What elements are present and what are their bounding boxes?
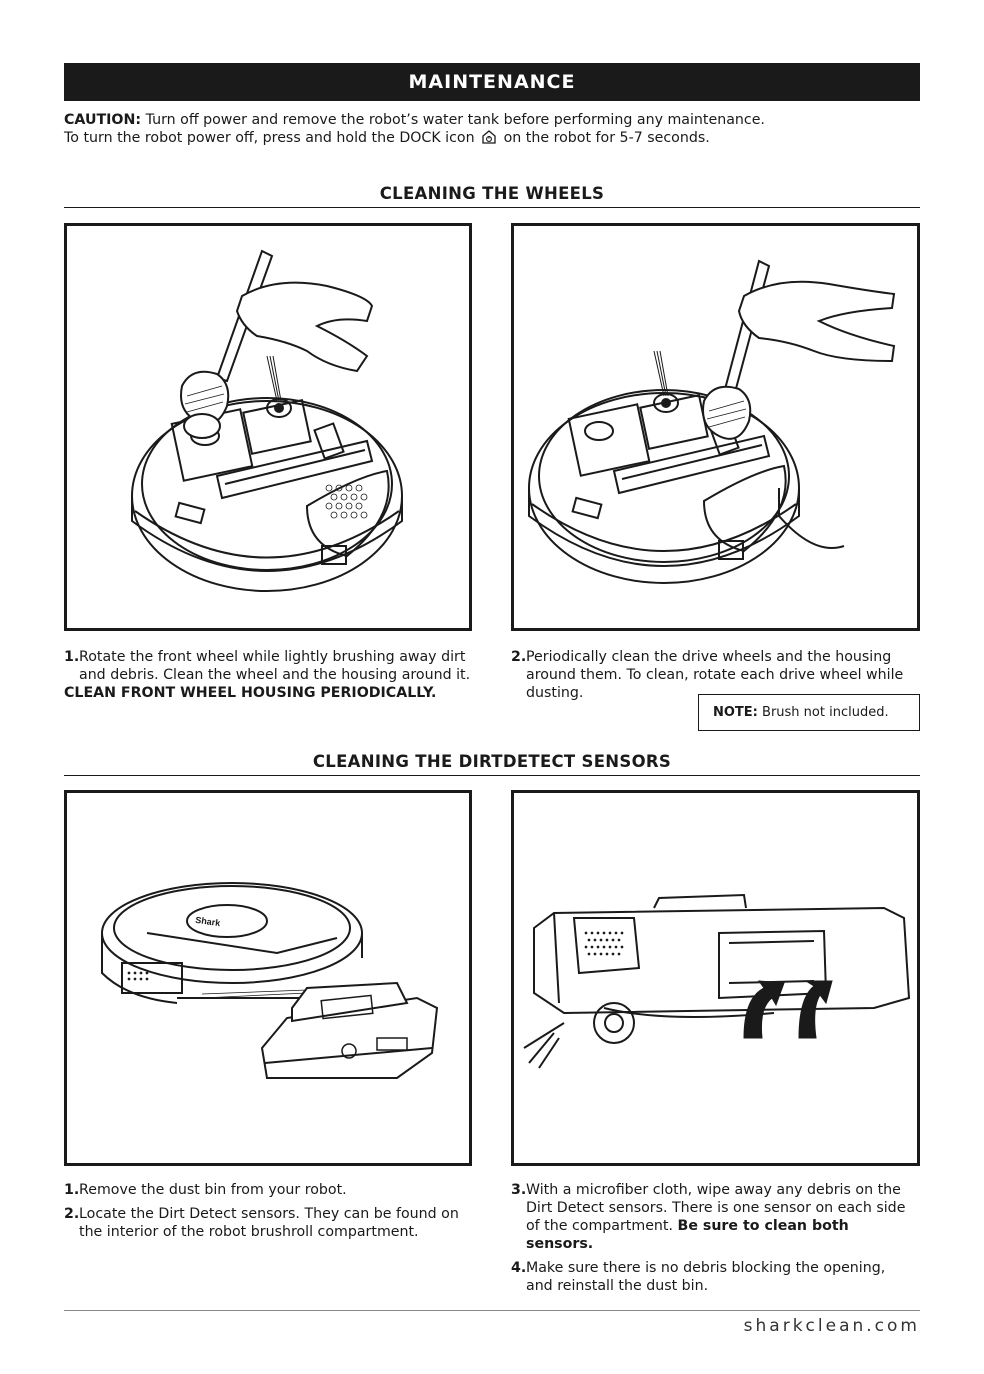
step-number: 3. xyxy=(511,1182,527,1198)
section-divider xyxy=(64,775,920,776)
dirt-detect-sensor-illustration xyxy=(511,790,920,1166)
step-text: Remove the dust bin from your robot. xyxy=(79,1182,347,1198)
step-text: Make sure there is no debris blocking th… xyxy=(526,1260,886,1294)
step-number: 2. xyxy=(511,649,527,665)
step-number: 1. xyxy=(64,649,80,665)
front-wheel-illustration xyxy=(64,223,472,631)
robot-brushroll-compartment-drawing xyxy=(523,893,911,1069)
step-number: 1. xyxy=(64,1182,80,1198)
remove-dust-bin-illustration: Shark xyxy=(64,790,472,1166)
robot-underside-drive-wheel-drawing xyxy=(528,259,896,584)
step-number: 2. xyxy=(64,1206,80,1222)
robot-underside-front-wheel-drawing xyxy=(131,249,403,592)
wheels-step-2: 2. Periodically clean the drive wheels a… xyxy=(511,648,911,702)
section-title-wheels: CLEANING THE WHEELS xyxy=(379,184,605,203)
drive-wheel-illustration xyxy=(511,223,920,631)
step-number: 4. xyxy=(511,1260,527,1276)
wheels-step-1: 1. Rotate the front wheel while lightly … xyxy=(64,648,474,702)
step-emphasis: Be sure to clean both sensors. xyxy=(526,1218,849,1252)
step-text: Periodically clean the drive wheels and … xyxy=(526,649,904,701)
sensors-steps-left: 1. Remove the dust bin from your robot. … xyxy=(64,1181,474,1241)
section-divider xyxy=(64,207,920,208)
caution-line2-before: To turn the robot power off, press and h… xyxy=(64,130,475,146)
curved-arrow-icon xyxy=(743,980,833,1039)
caution-label: CAUTION: xyxy=(64,112,142,128)
caution-notice: CAUTION: Turn off power and remove the r… xyxy=(64,111,934,150)
step-text: With a microfiber cloth, wipe away any d… xyxy=(526,1182,906,1234)
note-box: NOTE: Brush not included. xyxy=(698,694,920,731)
robot-and-dust-bin-drawing: Shark xyxy=(101,882,439,1079)
step-text: Rotate the front wheel while lightly bru… xyxy=(79,649,471,683)
page-title: MAINTENANCE xyxy=(408,71,576,93)
note-label: NOTE: xyxy=(713,705,758,720)
robot-logo: Shark xyxy=(195,915,222,929)
footer-divider xyxy=(64,1310,920,1311)
sensors-steps-right: 3. With a microfiber cloth, wipe away an… xyxy=(511,1181,913,1295)
dock-icon xyxy=(481,129,497,150)
maintenance-banner: MAINTENANCE xyxy=(64,63,920,101)
caution-line2-after: on the robot for 5-7 seconds. xyxy=(503,130,710,146)
caution-text: Turn off power and remove the robot’s wa… xyxy=(145,112,765,128)
step-emphasis: CLEAN FRONT WHEEL HOUSING PERIODICALLY. xyxy=(64,685,437,701)
footer-website: sharkclean.com xyxy=(743,1316,920,1336)
note-text: Brush not included. xyxy=(762,705,889,720)
step-text: Locate the Dirt Detect sensors. They can… xyxy=(79,1206,459,1240)
section-title-sensors: CLEANING THE DIRTDETECT SENSORS xyxy=(312,752,672,771)
